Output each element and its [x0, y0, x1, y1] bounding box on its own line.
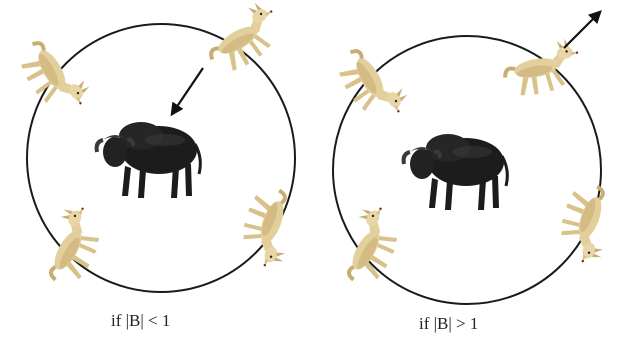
wild-dog-icon	[13, 30, 94, 121]
wild-dog-icon	[198, 0, 289, 79]
wild-dog-icon	[500, 37, 584, 99]
right-panel-caption: if |B| > 1	[419, 314, 478, 334]
wild-dog-icon	[232, 183, 305, 272]
left-panel	[13, 0, 305, 292]
buffalo-icon	[97, 122, 201, 198]
right-panel	[329, 12, 619, 304]
wild-dog-icon	[329, 200, 410, 291]
buffalo-icon	[404, 134, 508, 210]
wild-dog-icon	[550, 179, 619, 268]
arrow-icon	[564, 12, 600, 48]
arrow-icon	[172, 68, 203, 114]
left-panel-caption: if |B| < 1	[111, 311, 170, 331]
